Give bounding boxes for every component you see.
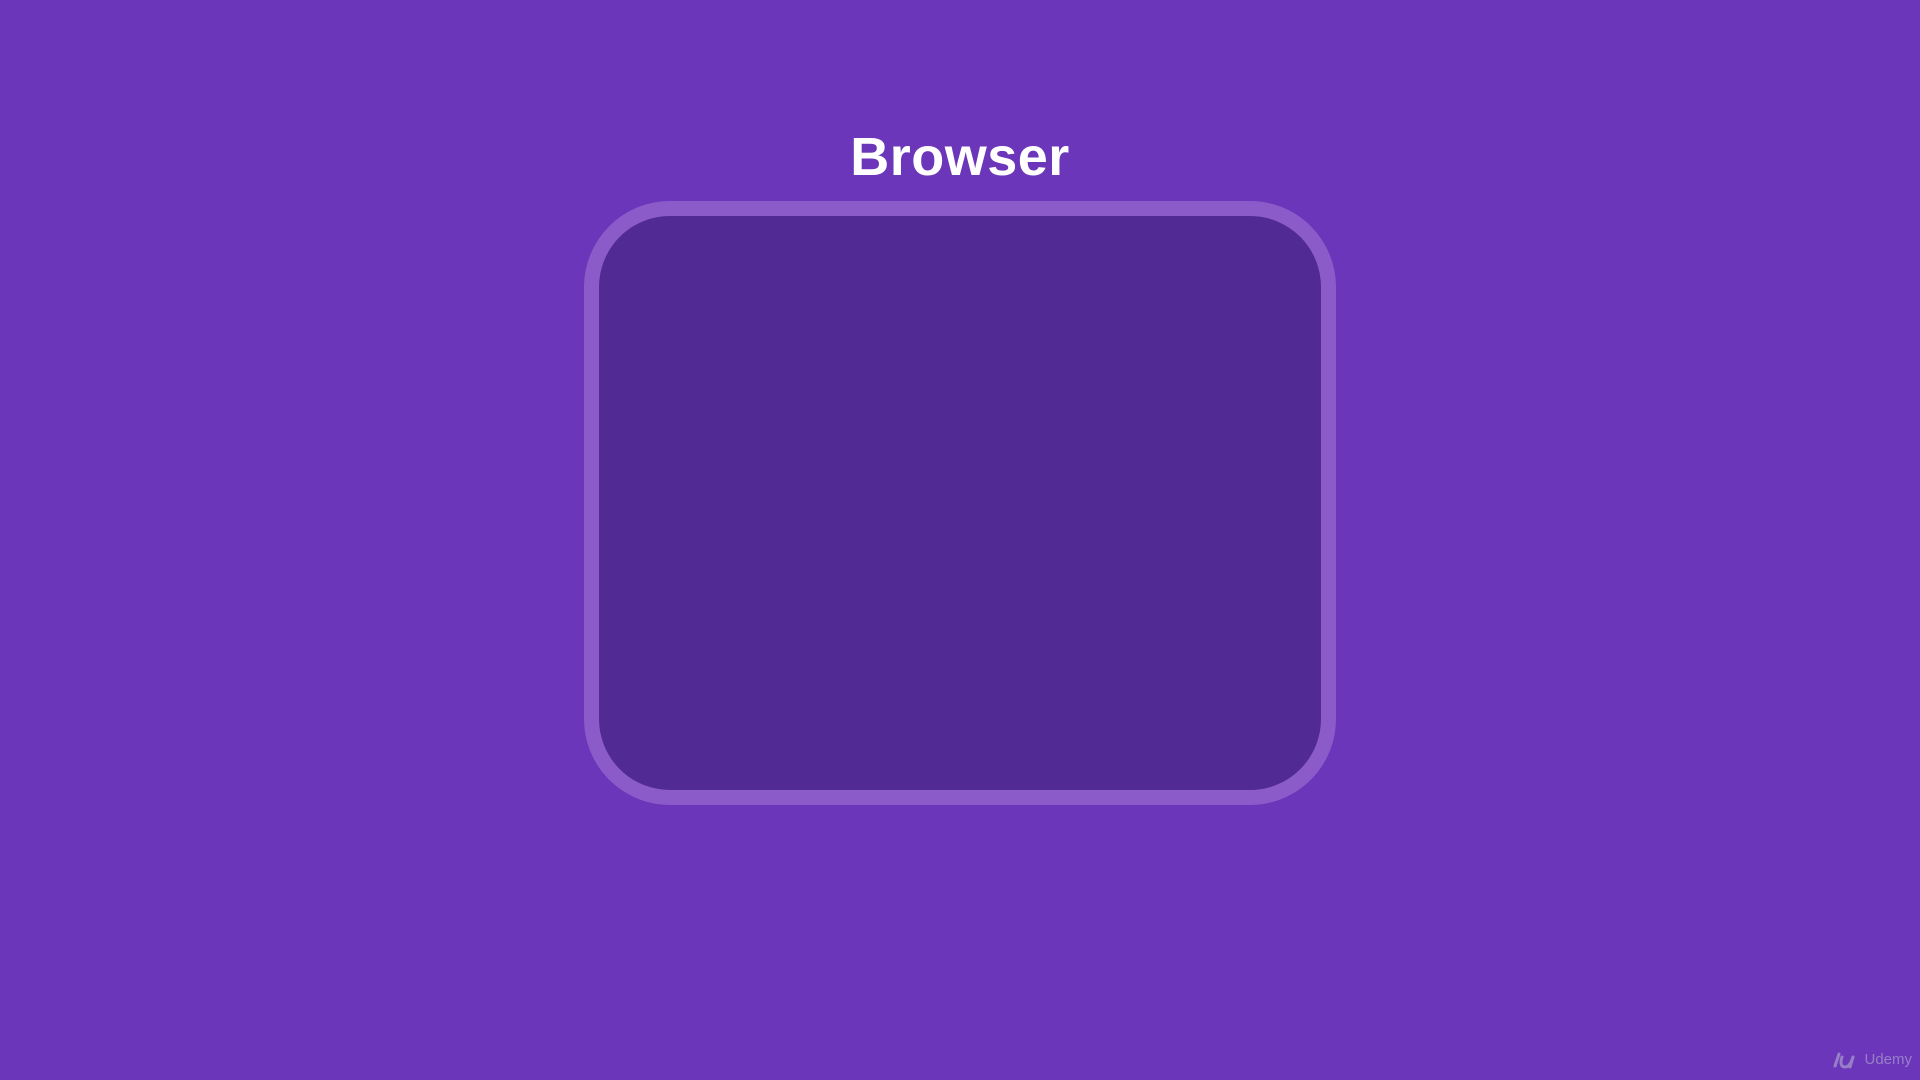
udemy-watermark: Udemy <box>1832 1049 1912 1071</box>
browser-box <box>584 201 1336 805</box>
udemy-logo-icon <box>1832 1049 1860 1071</box>
udemy-watermark-text: Udemy <box>1864 1051 1912 1068</box>
browser-title: Browser <box>850 127 1070 187</box>
